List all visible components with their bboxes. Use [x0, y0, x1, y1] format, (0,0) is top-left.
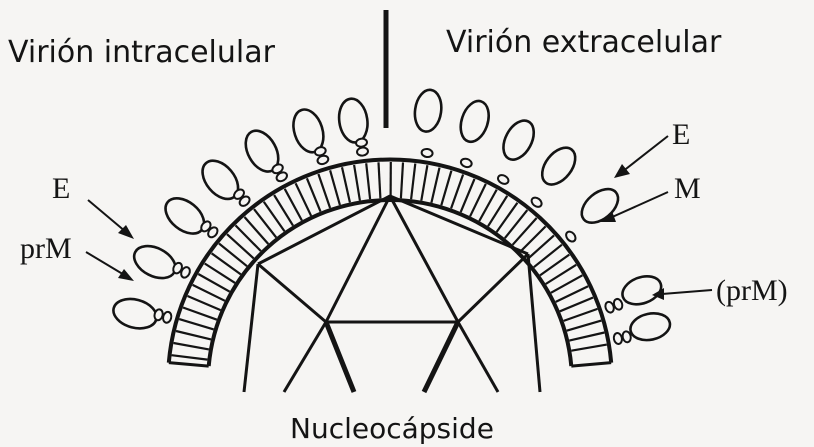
surface-proteins	[110, 88, 672, 345]
membrane-left-end	[169, 363, 209, 366]
prm-protein	[356, 147, 368, 156]
label-nucleocapsid: Nucleocápside	[290, 412, 494, 445]
nucleocapsid-core	[244, 196, 540, 392]
e-protein	[575, 182, 624, 229]
lipid-tail	[179, 319, 214, 329]
lipid-tail	[342, 167, 350, 202]
lipid-tail	[172, 355, 208, 359]
e-protein	[336, 97, 370, 144]
lipid-tail	[227, 234, 254, 258]
lipid-tail	[236, 225, 261, 251]
membrane-inner-arc	[209, 200, 572, 366]
arrow-e-right	[622, 136, 668, 172]
lipid-tail	[174, 343, 209, 349]
lipid-tail	[564, 309, 598, 321]
lipid-tail	[527, 235, 554, 259]
title-extracellular-virion: Virión extracelular	[446, 25, 722, 60]
prm-protein	[460, 157, 473, 168]
prm-protein	[496, 173, 509, 185]
prm-protein	[564, 230, 577, 244]
lipid-tail	[441, 171, 451, 206]
lipid-tail	[366, 163, 370, 199]
lipid-tail	[379, 162, 381, 198]
label-e-right: E	[672, 118, 690, 151]
lipid-tail	[569, 333, 604, 341]
label-m-right: M	[674, 172, 701, 205]
arrow-prm-right	[662, 290, 712, 294]
prm-protein	[613, 332, 623, 344]
lipid-tail	[183, 308, 217, 320]
lipid-tail	[431, 168, 439, 203]
lipid-tail	[567, 321, 602, 331]
lipid-tail	[451, 175, 463, 209]
e-protein	[536, 142, 582, 191]
prm-protein	[355, 138, 367, 147]
e-protein	[456, 97, 494, 145]
arrowhead-prm-left	[118, 269, 134, 281]
prm-protein	[530, 196, 544, 209]
lipid-tail	[520, 226, 546, 252]
membrane-right-end	[571, 363, 611, 366]
lipid-tail	[307, 178, 321, 211]
lipid-tail	[401, 162, 403, 198]
e-protein	[412, 88, 444, 133]
e-protein	[628, 310, 673, 344]
arrowhead-e-right	[614, 164, 630, 178]
lipid-tail	[513, 218, 537, 245]
lipid-tail	[461, 179, 475, 212]
e-protein	[159, 191, 211, 240]
e-protein	[129, 240, 181, 285]
e-protein	[619, 271, 665, 309]
arrow-e-left	[88, 200, 126, 232]
lipid-tail	[411, 164, 415, 200]
lipid-tail	[188, 296, 221, 310]
lipid-tail	[330, 170, 340, 205]
label-prm-left: prM	[20, 232, 72, 265]
arrow-prm-left	[86, 252, 126, 276]
lipid-tail	[421, 165, 427, 201]
e-protein	[497, 115, 540, 164]
lipid-tail	[176, 331, 211, 339]
e-protein	[110, 294, 160, 332]
label-e-left: E	[52, 172, 70, 205]
lipid-tail	[354, 165, 360, 201]
lipid-tail	[560, 298, 593, 312]
label-prm-right: (prM)	[716, 274, 788, 307]
prm-protein	[421, 148, 433, 157]
lipid-tail	[571, 345, 607, 351]
lipid-tail	[318, 174, 330, 208]
title-intracellular-virion: Virión intracelular	[8, 35, 276, 70]
